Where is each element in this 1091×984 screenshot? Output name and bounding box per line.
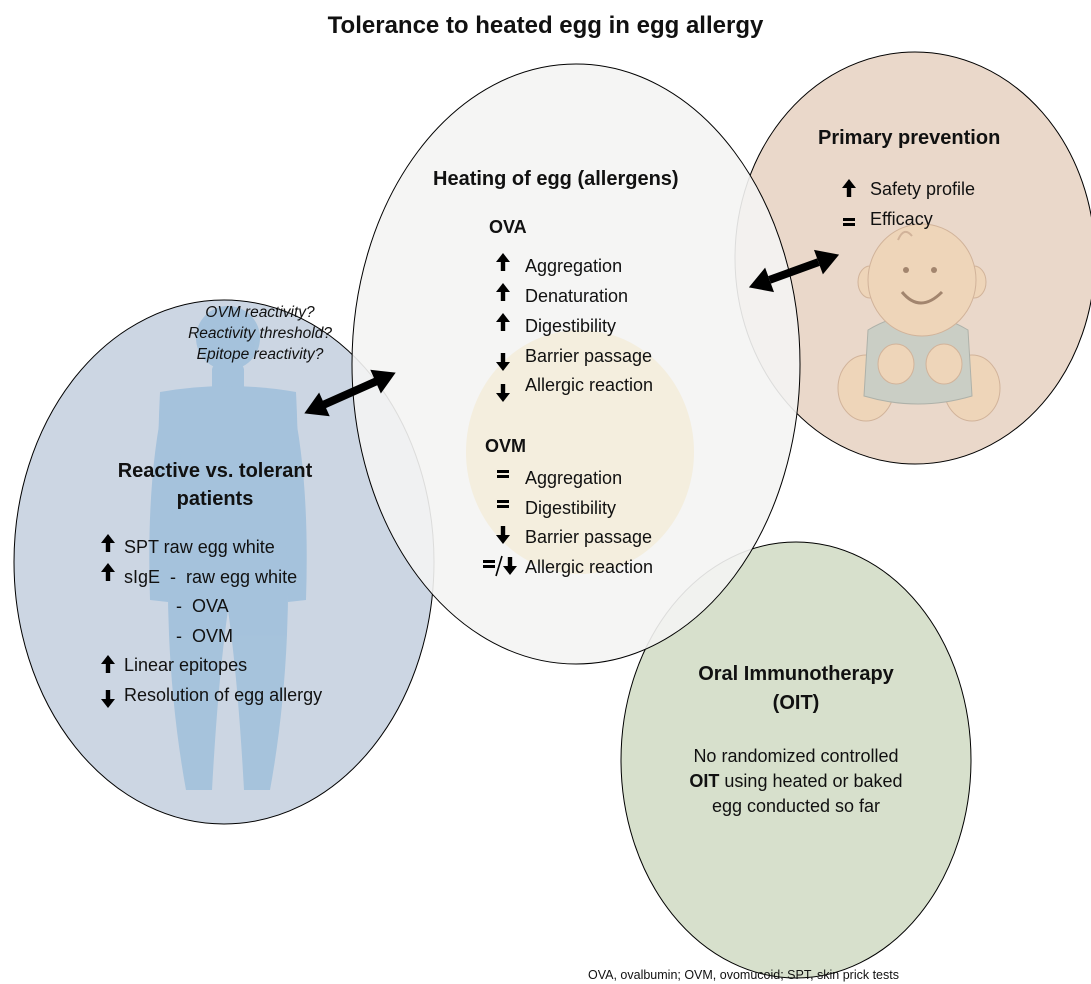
reactive-row-spt: SPT raw egg white xyxy=(124,537,275,557)
equal-slash-down-icon xyxy=(483,555,517,577)
reactive-title-line2: patients xyxy=(176,488,254,510)
human-silhouette-icon xyxy=(149,306,307,790)
reactive-row-ova: - OVA xyxy=(176,596,229,616)
ova-row-aggregation: Aggregation xyxy=(525,256,623,276)
ova-row-denaturation: Denaturation xyxy=(525,286,629,306)
oit-circle xyxy=(620,541,972,979)
oit-body-line2: OIT using heated or baked xyxy=(626,769,966,794)
oit-body-line2-rest: using heated or baked xyxy=(719,771,903,791)
oit-title-line2: (OIT) xyxy=(772,692,820,714)
oit-title: Oral Immunotherapy (OIT) xyxy=(646,660,946,718)
oit-body: No randomized controlled OIT using heate… xyxy=(626,744,966,819)
reactive-row-sige: sIgE - raw egg white xyxy=(124,567,298,587)
oit-body-line1: No randomized controlled xyxy=(693,746,899,766)
prevention-row-efficacy: Efficacy xyxy=(870,209,933,229)
ova-row-digestibility: Digestibility xyxy=(525,316,617,336)
abbreviations-footnote: OVA, ovalbumin; OVM, ovomucoid; SPT, ski… xyxy=(588,968,899,982)
prevention-title: Primary prevention xyxy=(818,127,1001,149)
ovm-label: OVM xyxy=(485,436,527,456)
heating-inner-circle xyxy=(466,330,694,574)
reactive-row-ovm: - OVM xyxy=(176,626,233,646)
double-arrow-left-icon xyxy=(304,369,396,417)
ovm-row-barrier-passage: Barrier passage xyxy=(525,527,653,547)
reactive-row-resolution: Resolution of egg allergy xyxy=(124,685,323,705)
oit-body-line3: egg conducted so far xyxy=(711,796,881,816)
heating-title: Heating of egg (allergens) xyxy=(433,168,679,190)
ova-row-barrier-passage: Barrier passage xyxy=(525,346,653,366)
prevention-row-safety: Safety profile xyxy=(870,179,976,199)
diagram-title: Tolerance to heated egg in egg allergy xyxy=(327,12,764,39)
ova-row-allergic-reaction: Allergic reaction xyxy=(525,375,654,395)
oit-title-line1: Oral Immunotherapy xyxy=(698,663,894,685)
oit-body-bold: OIT xyxy=(689,771,720,791)
reactive-title-line1: Reactive vs. tolerant xyxy=(117,460,313,482)
ovm-row-digestibility: Digestibility xyxy=(525,498,617,518)
ovm-row-aggregation: Aggregation xyxy=(525,468,623,488)
ova-label: OVA xyxy=(489,217,527,237)
reactive-row-linear-epitopes: Linear epitopes xyxy=(124,655,248,675)
double-arrow-right-icon xyxy=(748,249,840,293)
question-epitope-reactivity: Epitope reactivity? xyxy=(196,346,324,363)
ovm-row-allergic-reaction: Allergic reaction xyxy=(525,557,654,577)
question-reactivity-threshold: Reactivity threshold? xyxy=(188,325,332,342)
question-ovm-reactivity: OVM reactivity? xyxy=(205,304,315,321)
reactivity-questions: OVM reactivity? Reactivity threshold? Ep… xyxy=(160,302,360,365)
reactive-title: Reactive vs. tolerant patients xyxy=(95,457,335,513)
baby-icon xyxy=(837,223,1001,422)
